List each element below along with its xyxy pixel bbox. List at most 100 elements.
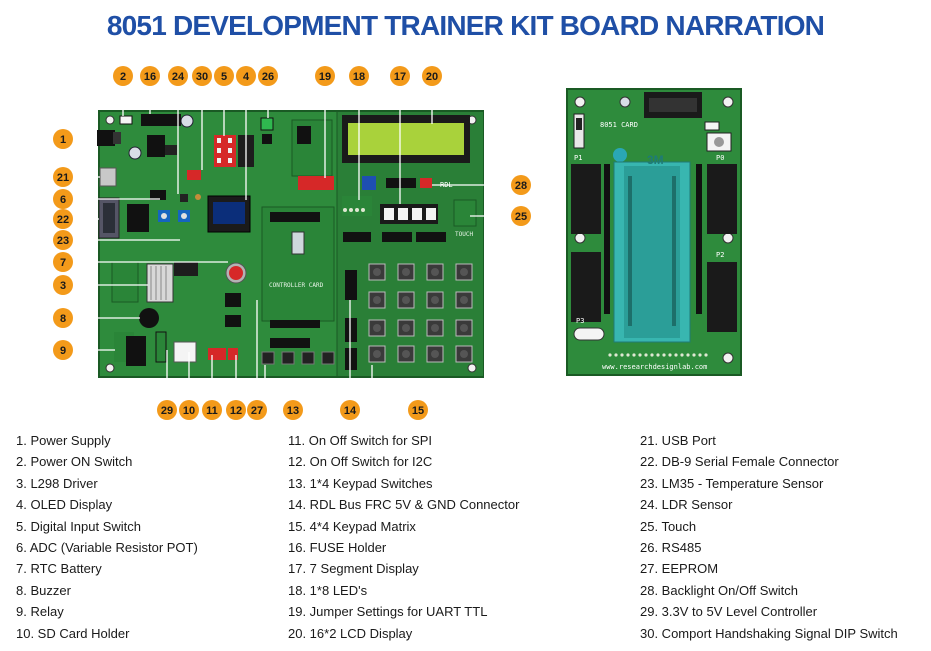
svg-text:3: 3 xyxy=(60,280,66,292)
callout-badge: 4 xyxy=(236,66,256,86)
svg-text:7: 7 xyxy=(60,257,66,269)
callout-badge: 27 xyxy=(247,400,267,420)
svg-text:17: 17 xyxy=(394,71,406,83)
callout-badge: 3 xyxy=(53,275,73,295)
legend-item: 9. Relay xyxy=(16,604,64,620)
legend: 1. Power Supply 2. Power ON Switch 3. L2… xyxy=(0,430,931,645)
page-title: 8051 DEVELOPMENT TRAINER KIT BOARD NARRA… xyxy=(106,10,825,41)
callout-badge: 26 xyxy=(258,66,278,86)
callout-badge: 5 xyxy=(214,66,234,86)
legend-item: 13. 1*4 Keypad Switches xyxy=(288,475,433,491)
port-label: P3 xyxy=(576,317,584,325)
callout-badge: 28 xyxy=(511,175,531,195)
svg-text:27: 27 xyxy=(251,405,263,417)
legend-item: 15. 4*4 Keypad Matrix xyxy=(288,518,416,534)
svg-text:4: 4 xyxy=(243,71,250,83)
controller-card-board: 8051 CARD 3M P1 P0 P2 P3 www.researchdes… xyxy=(566,88,742,376)
legend-item: 29. 3.3V to 5V Level Controller xyxy=(640,604,818,620)
legend-column-1: 1. Power Supply 2. Power ON Switch 3. L2… xyxy=(16,430,316,644)
callout-badge: 20 xyxy=(422,66,442,86)
legend-item: 27. EEPROM xyxy=(640,561,719,577)
legend-item: 21. USB Port xyxy=(640,433,716,448)
legend-item: 17. 7 Segment Display xyxy=(288,561,419,577)
callout-badge: 1 xyxy=(53,129,73,149)
legend-item: 12. On Off Switch for I2C xyxy=(288,454,433,470)
legend-item: 25. Touch xyxy=(640,518,697,534)
callout-badge: 30 xyxy=(192,66,212,86)
legend-item: 26. RS485 xyxy=(640,540,702,556)
controller-card-label: CONTROLLER CARD xyxy=(269,282,324,289)
legend-column-2: 11. On Off Switch for SPI 12. On Off Swi… xyxy=(288,430,588,644)
port-label: P0 xyxy=(716,154,724,162)
callout-badge: 17 xyxy=(390,66,410,86)
touch-label: TOUCH xyxy=(455,231,473,238)
legend-item: 11. On Off Switch for SPI xyxy=(288,433,433,448)
callout-badge: 24 xyxy=(168,66,188,86)
callout-badge: 21 xyxy=(53,167,73,187)
legend-item: 2. Power ON Switch xyxy=(16,454,133,470)
svg-text:1: 1 xyxy=(60,134,66,146)
legend-item: 7. RTC Battery xyxy=(16,561,102,577)
svg-text:14: 14 xyxy=(344,405,357,417)
card-website: www.researchdesignlab.com xyxy=(602,363,707,371)
legend-item: 20. 16*2 LCD Display xyxy=(288,625,413,641)
svg-text:29: 29 xyxy=(161,405,173,417)
callout-badge: 10 xyxy=(179,400,199,420)
legend-item: 30. Comport Handshaking Signal DIP Switc… xyxy=(640,625,898,641)
svg-text:21: 21 xyxy=(57,172,69,184)
legend-item: 10. SD Card Holder xyxy=(16,625,130,641)
legend-item: 22. DB-9 Serial Female Connector xyxy=(640,454,839,470)
callout-badge: 25 xyxy=(511,206,531,226)
port-label: P1 xyxy=(574,154,582,162)
svg-text:28: 28 xyxy=(515,180,527,192)
svg-text:24: 24 xyxy=(172,71,185,83)
legend-item: 8. Buzzer xyxy=(16,582,71,598)
legend-item: 19. Jumper Settings for UART TTL xyxy=(288,604,488,620)
callout-badge: 12 xyxy=(226,400,246,420)
svg-text:15: 15 xyxy=(412,405,424,417)
callout-badge: 7 xyxy=(53,252,73,272)
svg-text:10: 10 xyxy=(183,405,195,417)
svg-text:25: 25 xyxy=(515,211,527,223)
svg-text:19: 19 xyxy=(319,71,331,83)
port-label: P2 xyxy=(716,251,724,259)
svg-text:9: 9 xyxy=(60,345,66,357)
callout-badge: 22 xyxy=(53,209,73,229)
card-name: 8051 CARD xyxy=(600,121,638,129)
socket-label: 3M xyxy=(647,153,664,167)
board-diagram: CONTROLLER CARD RDL TOUCH xyxy=(53,66,742,420)
callout-badge: 16 xyxy=(140,66,160,86)
legend-item: 14. RDL Bus FRC 5V & GND Connector xyxy=(288,497,520,513)
callout-badge: 18 xyxy=(349,66,369,86)
svg-text:5: 5 xyxy=(221,71,227,83)
legend-item: 24. LDR Sensor xyxy=(640,497,733,513)
legend-item: 23. LM35 - Temperature Sensor xyxy=(640,475,824,491)
callout-badge: 29 xyxy=(157,400,177,420)
svg-text:16: 16 xyxy=(144,71,156,83)
callout-badge: 15 xyxy=(408,400,428,420)
legend-item: 16. FUSE Holder xyxy=(288,540,387,556)
callout-badge: 6 xyxy=(53,189,73,209)
svg-text:30: 30 xyxy=(196,71,208,83)
svg-text:6: 6 xyxy=(60,194,66,206)
svg-text:18: 18 xyxy=(353,71,365,83)
legend-column-3: 21. USB Port 22. DB-9 Serial Female Conn… xyxy=(640,430,931,644)
callout-badge: 14 xyxy=(340,400,360,420)
svg-text:26: 26 xyxy=(262,71,274,83)
svg-text:2: 2 xyxy=(120,71,126,83)
callout-badge: 11 xyxy=(202,400,222,420)
callout-badges: 1 2 3 4 5 6 7 8 9 10 11 12 13 14 15 16 1… xyxy=(53,66,531,420)
svg-text:22: 22 xyxy=(57,214,69,226)
legend-item: 18. 1*8 LED's xyxy=(288,582,368,598)
callout-badge: 19 xyxy=(315,66,335,86)
callout-badge: 9 xyxy=(53,340,73,360)
svg-text:23: 23 xyxy=(57,235,69,247)
callout-badge: 8 xyxy=(53,308,73,328)
legend-item: 6. ADC (Variable Resistor POT) xyxy=(16,540,198,556)
legend-item: 5. Digital Input Switch xyxy=(16,518,142,534)
callout-badge: 2 xyxy=(113,66,133,86)
callout-badge: 13 xyxy=(283,400,303,420)
svg-text:11: 11 xyxy=(206,405,218,417)
main-board: CONTROLLER CARD RDL TOUCH xyxy=(97,110,484,378)
legend-item: 1. Power Supply xyxy=(16,433,111,448)
